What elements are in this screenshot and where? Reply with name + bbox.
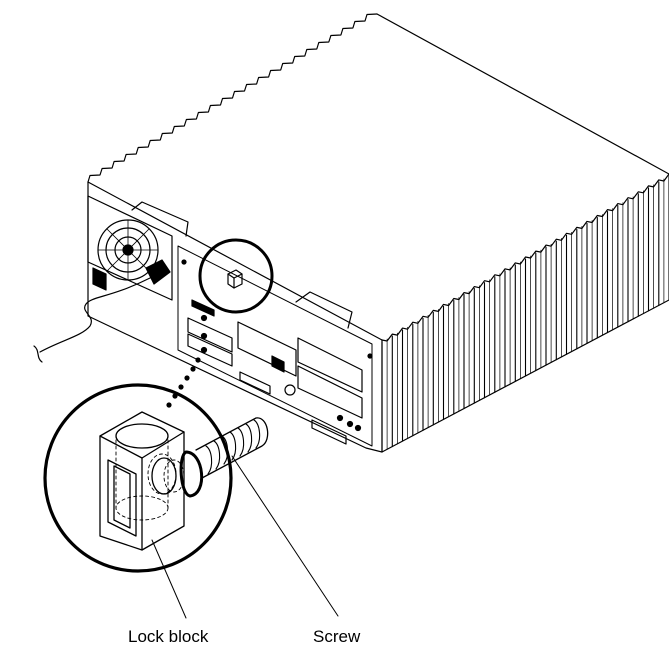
screw-label: Screw	[313, 627, 361, 646]
serial-connector	[191, 299, 215, 317]
dotted-leader	[166, 357, 201, 408]
lock-block-label: Lock block	[128, 627, 209, 646]
power-plug-icon	[145, 259, 171, 285]
scsi-connector	[311, 419, 347, 445]
panel-dot-2	[200, 332, 208, 340]
psu-outline	[87, 195, 173, 301]
audio-jack-1	[284, 384, 296, 396]
power-switch	[92, 267, 107, 291]
top-rear-bump-right	[295, 291, 353, 329]
rear-panel	[87, 181, 383, 453]
ethernet-port	[271, 355, 285, 373]
lock-block-small	[227, 269, 243, 289]
power-cord	[39, 277, 151, 353]
chassis	[87, 13, 669, 453]
panel-dot-1	[200, 314, 208, 322]
lock-block-leader	[151, 539, 187, 619]
screw-hole-left	[181, 259, 187, 265]
slot-5	[187, 333, 233, 367]
slot-4	[187, 317, 233, 353]
screw	[179, 417, 269, 498]
magnifier-circle	[43, 383, 233, 573]
audio-jack-4	[354, 424, 362, 432]
audio-jack-2	[336, 414, 344, 422]
lock-position-highlight	[198, 238, 274, 314]
slot-2	[297, 337, 363, 393]
audio-jack-3	[346, 420, 354, 428]
magnified-detail	[43, 383, 339, 619]
chassis-top-right-edge	[376, 13, 669, 175]
io-panel-outline	[177, 245, 373, 447]
panel-dot-3	[200, 346, 208, 354]
chassis-top-ribbed-edge	[87, 13, 378, 183]
lock-block	[99, 411, 185, 551]
chassis-bottom-side-edge	[381, 299, 669, 453]
side-fin-top-edge	[381, 173, 669, 342]
screw-leader	[231, 455, 339, 617]
cord-break-mark	[33, 345, 43, 363]
io-panel	[177, 245, 373, 447]
highlight-circle	[198, 238, 274, 314]
parallel-connector	[239, 371, 271, 395]
screw-shank	[195, 417, 269, 479]
slot-3	[297, 365, 363, 419]
screw-threads	[205, 419, 261, 475]
chassis-side-fins	[381, 173, 669, 453]
power-supply	[33, 195, 173, 363]
screw-hole-right	[367, 353, 373, 359]
top-rear-bump-left	[131, 201, 189, 237]
slot-1	[237, 321, 297, 377]
chassis-top-front-edge	[87, 181, 383, 341]
screw-head	[179, 450, 204, 498]
